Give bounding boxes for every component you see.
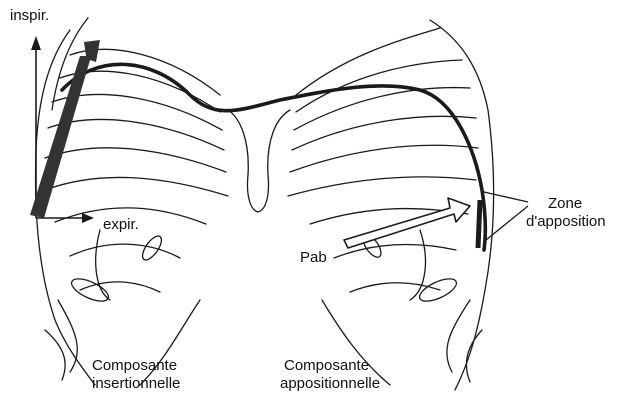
zone-label-line2: d'apposition [526, 213, 606, 230]
appositional-label-line1: Composante [284, 357, 369, 374]
left-cartilage [96, 230, 110, 300]
left-rib [45, 177, 228, 196]
insertional-label-line1: Composante [92, 357, 177, 374]
zone-label-line1: Zone [548, 195, 582, 212]
right-rib [290, 145, 478, 172]
left-rib [45, 148, 226, 172]
inspir-arrowhead [31, 36, 41, 50]
resultant-force-arrow [30, 40, 100, 218]
left-rib [48, 119, 224, 150]
left-rib [80, 282, 160, 292]
left-lower-rib [58, 300, 77, 372]
left-oval [68, 274, 111, 305]
left-rib [70, 244, 180, 258]
appositional-label-line2: appositionnelle [280, 375, 380, 392]
expir-label: expir. [103, 216, 139, 233]
pab-pressure-arrow [344, 198, 470, 248]
left-lower-rib [45, 330, 65, 380]
pab-label: Pab [300, 249, 327, 266]
sternum [228, 110, 290, 212]
expir-arrowhead [82, 213, 94, 223]
inspir-label: inspir. [10, 7, 49, 24]
right-rib [288, 177, 476, 196]
rib-cage-outline [36, 18, 494, 390]
zone-leader-line [484, 192, 528, 202]
insertional-label-line2: insertionnelle [92, 375, 180, 392]
apposition-zone-segment [478, 200, 480, 248]
right-cartilage [410, 230, 425, 300]
